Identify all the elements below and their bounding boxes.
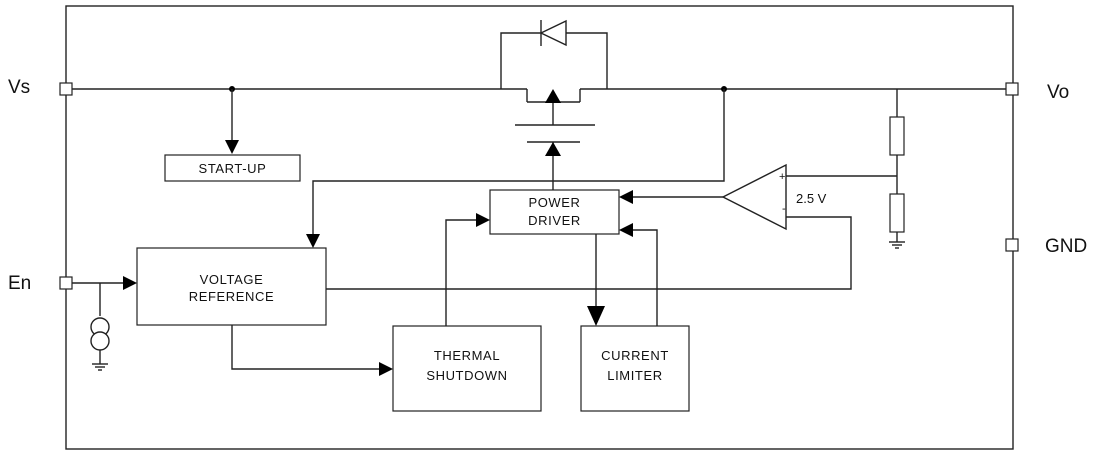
arrow-en-into-reference bbox=[123, 276, 137, 290]
arrow-into-startup bbox=[225, 140, 239, 154]
comparator-minus-sign: - bbox=[782, 203, 786, 215]
wire-vo-to-reference bbox=[312, 89, 725, 234]
arrow-into-thermal bbox=[379, 362, 393, 376]
vs-pin bbox=[59, 82, 73, 96]
en-pin bbox=[59, 276, 73, 290]
vo-pin bbox=[1005, 82, 1019, 96]
power-driver-label-1: POWER bbox=[528, 195, 580, 210]
startup-block bbox=[164, 154, 301, 182]
body-diode-icon bbox=[500, 19, 608, 89]
wire-thermal-to-driver bbox=[445, 219, 476, 326]
chip-outline bbox=[65, 5, 1014, 450]
current-limiter-block bbox=[580, 325, 690, 412]
wire-reference-to-amp bbox=[326, 216, 852, 290]
wire-limiter-to-driver bbox=[633, 229, 658, 326]
power-driver-label-2: DRIVER bbox=[528, 213, 581, 228]
divider-ground-icon bbox=[889, 241, 905, 249]
thermal-shutdown-label-1: THERMAL bbox=[434, 348, 500, 363]
error-amplifier-triangle bbox=[721, 163, 787, 231]
reference-voltage-label: 2.5 V bbox=[796, 191, 827, 206]
current-source-icon bbox=[90, 317, 110, 351]
en-pin-label: En bbox=[8, 273, 31, 294]
current-limiter-label-1: CURRENT bbox=[601, 348, 669, 363]
en-ground-icon bbox=[92, 363, 108, 371]
wire-reference-to-thermal bbox=[231, 325, 379, 370]
arrow-into-reference-top bbox=[306, 234, 320, 248]
voltage-reference-label-2: REFERENCE bbox=[189, 289, 275, 304]
comparator-plus-sign: + bbox=[779, 171, 785, 183]
voltage-reference-block bbox=[136, 247, 327, 326]
startup-label: START-UP bbox=[199, 161, 267, 176]
arrow-amp-into-driver bbox=[619, 190, 633, 204]
thermal-shutdown-label-2: SHUTDOWN bbox=[426, 368, 507, 383]
vs-pin-label: Vs bbox=[8, 77, 30, 98]
arrow-into-limiter bbox=[587, 306, 605, 326]
thermal-shutdown-block bbox=[392, 325, 542, 412]
gnd-pin bbox=[1005, 238, 1019, 252]
gnd-pin-label: GND bbox=[1045, 236, 1087, 257]
voltage-reference-label-1: VOLTAGE bbox=[200, 272, 264, 287]
arrow-thermal-into-driver bbox=[476, 213, 490, 227]
power-driver-block bbox=[489, 189, 620, 235]
vo-pin-label: Vo bbox=[1047, 82, 1069, 103]
current-limiter-label-2: LIMITER bbox=[607, 368, 662, 383]
pass-transistor bbox=[515, 89, 595, 190]
arrow-limiter-into-driver bbox=[619, 223, 633, 237]
resistor-divider bbox=[889, 89, 905, 242]
